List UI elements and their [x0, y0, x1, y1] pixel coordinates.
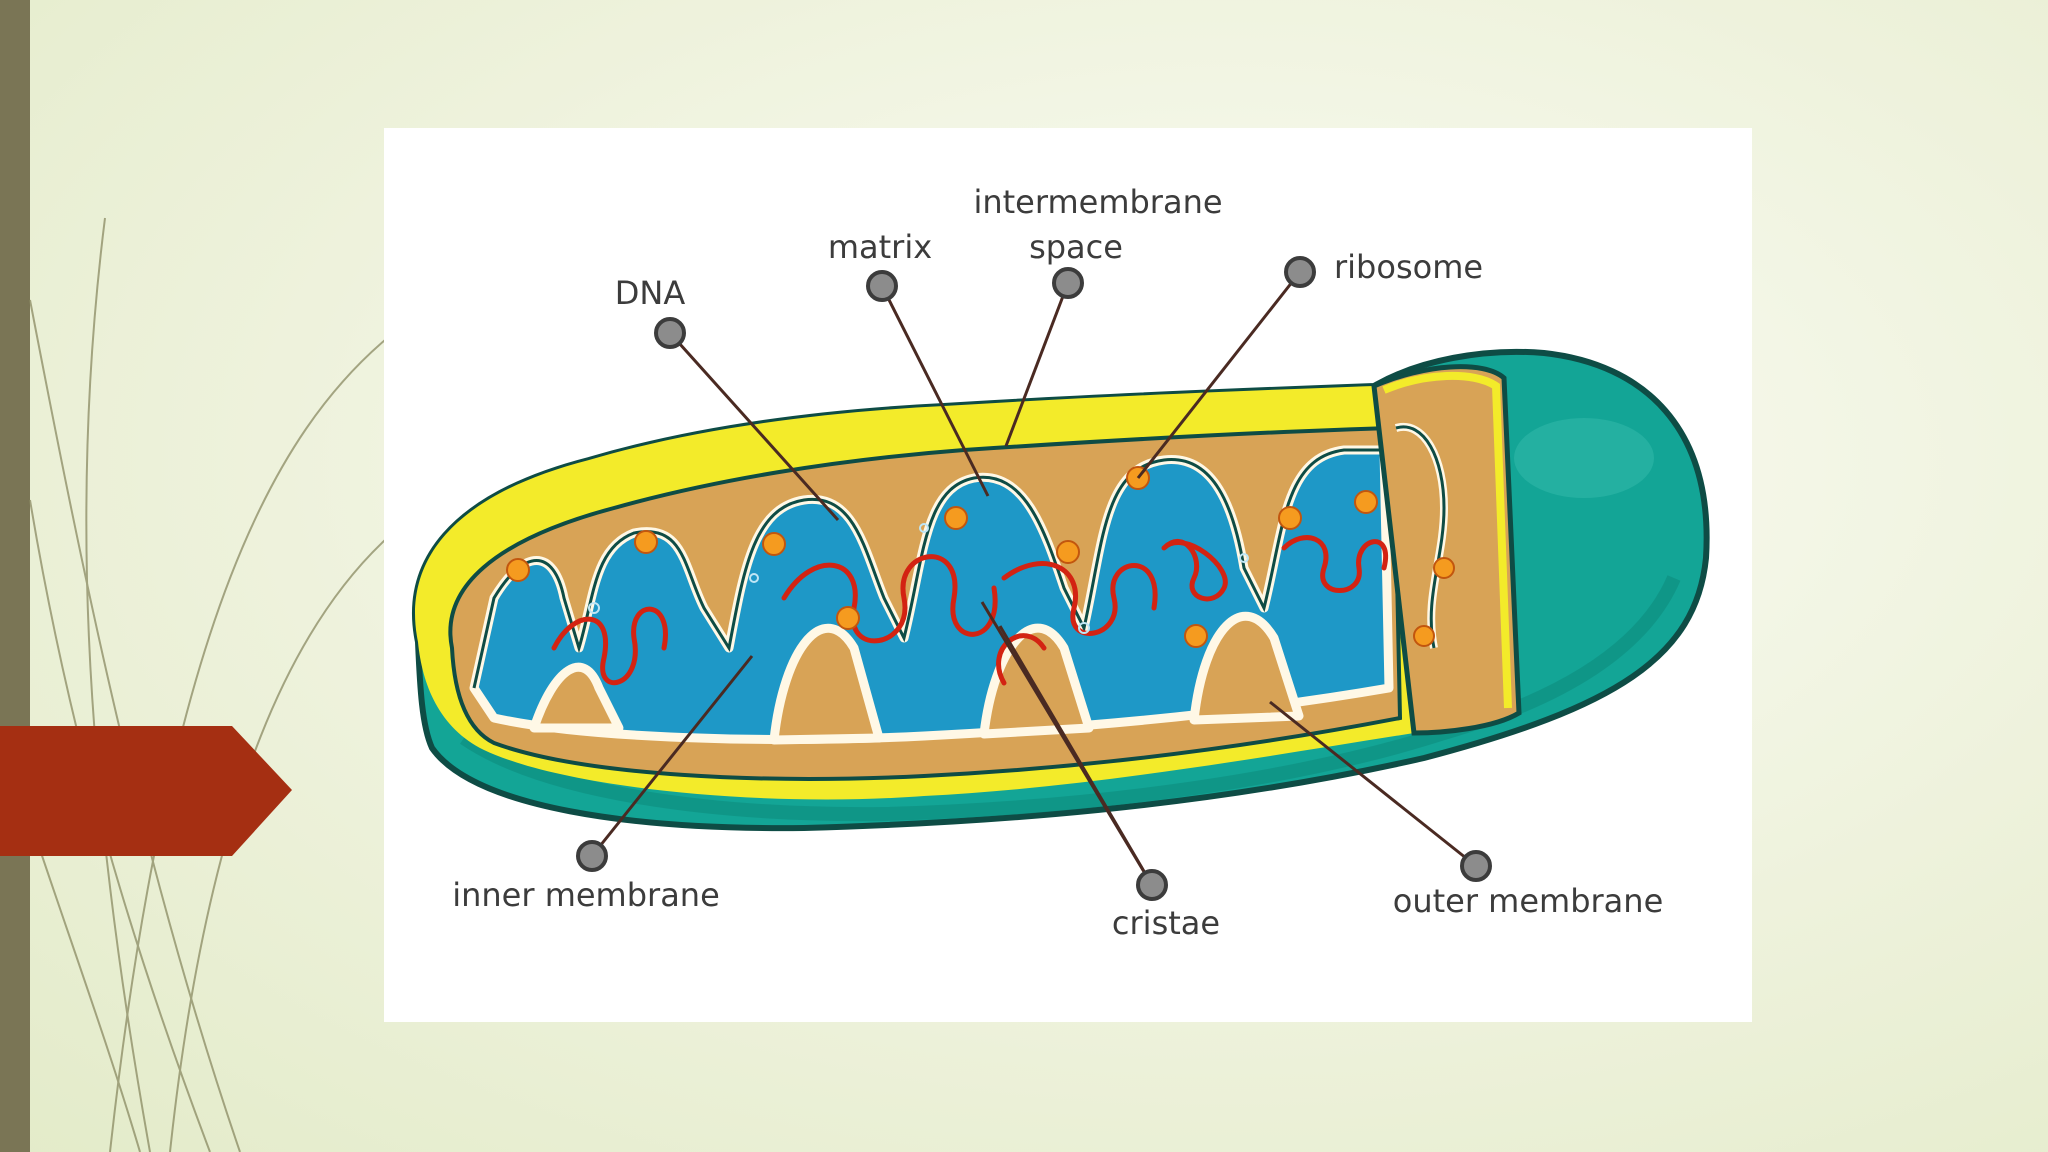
label-space: space: [1029, 228, 1123, 266]
label-inner-membrane: inner membrane: [452, 876, 720, 914]
cut-open-interior: [414, 378, 1424, 818]
red-arrow-tab: [0, 726, 300, 856]
mitochondrion-figure: intermembrane space matrix DNA ribosome …: [384, 128, 1752, 1022]
label-dna: DNA: [615, 274, 686, 312]
label-ribosome: ribosome: [1334, 248, 1483, 286]
label-outer-membrane: outer membrane: [1393, 882, 1664, 920]
mitochondrion-diagram: intermembrane space matrix DNA ribosome …: [384, 128, 1752, 1022]
decorative-swoosh-lines: [0, 0, 400, 1152]
label-cristae: cristae: [1112, 904, 1220, 942]
label-matrix: matrix: [828, 228, 932, 266]
label-intermembrane: intermembrane: [973, 183, 1222, 221]
